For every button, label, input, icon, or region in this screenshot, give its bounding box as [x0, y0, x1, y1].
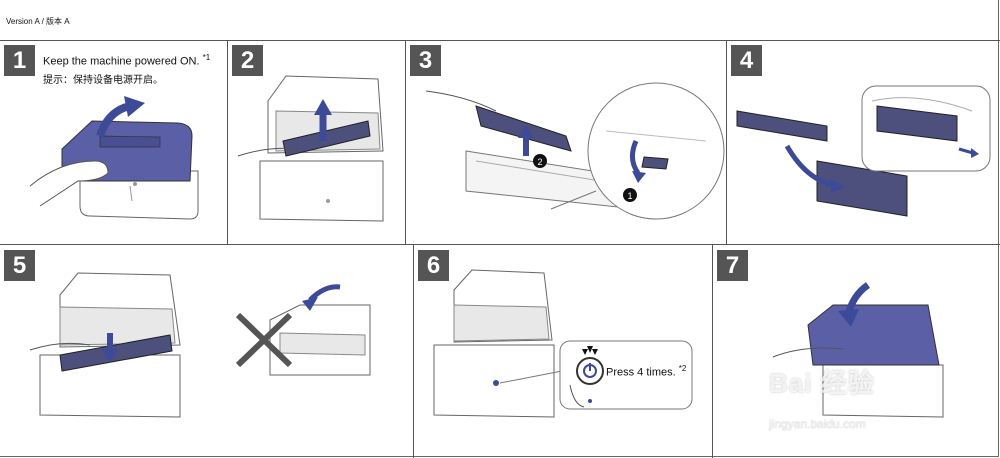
- step-number-badge: 4: [731, 45, 762, 76]
- footnote-ref: *1: [202, 53, 211, 62]
- row-divider-middle: [0, 244, 1000, 245]
- step-3-panel: 3 2 1: [406, 41, 726, 244]
- watermark-url: jingyan.baidu.com: [769, 417, 866, 431]
- step-number-badge: 2: [232, 45, 263, 76]
- step-number-badge: 1: [4, 45, 35, 76]
- step-number-badge: 7: [717, 250, 748, 281]
- press-power-button-illustration: [433, 269, 693, 418]
- reinsert-toner-illustration: [29, 272, 371, 418]
- press-count-text: Press 4 times.: [606, 366, 676, 379]
- step-number-badge: 3: [410, 45, 441, 76]
- step-5-panel: 5: [0, 245, 413, 457]
- toner-unpack-illustration: [736, 85, 991, 217]
- step-1-instruction-zh: 提示：保持设备电源开启。: [43, 75, 163, 86]
- step-1-instruction: Keep the machine powered ON. *1: [43, 53, 210, 68]
- step-4-panel: 4: [727, 41, 999, 244]
- printer-lid-open-illustration: [29, 96, 199, 220]
- step-1-panel: 1 Keep the machine powered ON. *1 提示：保持设…: [0, 41, 227, 244]
- col-divider: [413, 244, 414, 458]
- step-number-badge: 6: [418, 250, 449, 281]
- printer-remove-toner-illustration: [237, 75, 384, 222]
- version-label: Version A / 版本 A: [6, 17, 70, 26]
- step-2-panel: 2: [228, 41, 405, 244]
- callout-1: 1: [627, 191, 632, 201]
- step-7-panel: 7 Bai 经验 jingyan.baidu.com: [713, 245, 999, 457]
- instruction-en: Keep the machine powered ON.: [43, 55, 200, 68]
- step-number-badge: 5: [4, 250, 35, 281]
- step-6-panel: 6 Press 4 times. *2: [414, 245, 712, 457]
- col-divider: [712, 244, 713, 458]
- press-instruction: Press 4 times. *2: [606, 364, 686, 379]
- drum-separate-illustration: 2 1: [425, 82, 725, 220]
- col-divider: [726, 40, 727, 244]
- row-divider-top: [0, 40, 1000, 41]
- close-lid-illustration: [772, 282, 944, 418]
- callout-2: 2: [537, 157, 542, 167]
- col-divider: [405, 40, 406, 244]
- col-divider: [227, 40, 228, 244]
- watermark-brand: Bai 经验: [769, 368, 875, 398]
- footnote-ref: *2: [678, 364, 687, 373]
